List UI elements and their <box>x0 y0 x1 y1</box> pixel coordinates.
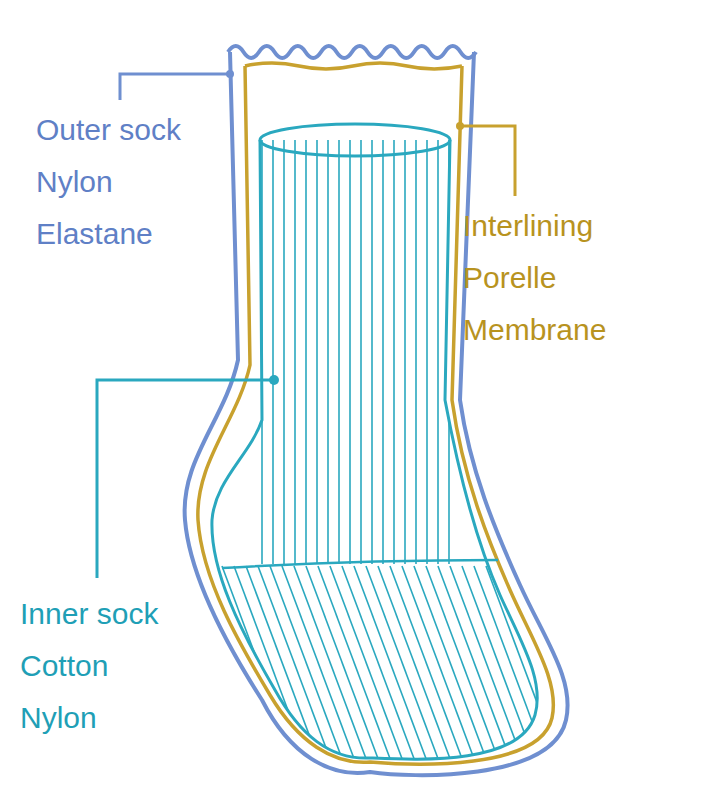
rib-line <box>306 566 386 780</box>
leader-dot <box>226 70 234 78</box>
rib-line <box>404 140 406 564</box>
rib-line <box>450 566 530 780</box>
rib-line <box>246 566 326 780</box>
rib-line <box>222 566 302 780</box>
rib-line <box>316 140 318 564</box>
rib-line <box>186 566 266 780</box>
rib-line <box>534 566 614 780</box>
rib-line <box>366 566 446 780</box>
rib-line <box>558 566 638 780</box>
rib-line <box>382 140 384 564</box>
rib-line <box>270 566 350 780</box>
leader-line <box>97 380 274 578</box>
outer-sock-outline <box>185 52 568 775</box>
rib-line <box>378 566 458 780</box>
rib-line <box>402 566 482 780</box>
rib-line <box>474 566 554 780</box>
rib-line <box>393 140 395 564</box>
inner-sock-label: Inner sock Cotton Nylon <box>20 588 180 744</box>
rib-line <box>437 140 439 564</box>
inner-sock-opening <box>260 124 450 156</box>
inner-sock-foot-seam <box>222 560 498 568</box>
rib-line <box>415 140 417 564</box>
rib-line <box>349 140 351 564</box>
rib-line <box>162 566 242 780</box>
interlining-outline <box>198 66 554 764</box>
rib-line <box>318 566 398 780</box>
rib-line <box>426 566 506 780</box>
rib-line <box>282 566 362 780</box>
rib-line <box>294 140 296 564</box>
outer-sock-label: Outer sock Nylon Elastane <box>36 104 216 260</box>
rib-line <box>294 566 374 780</box>
rib-line <box>210 566 290 780</box>
rib-line <box>360 140 362 564</box>
leader-line <box>120 74 230 100</box>
outer-sock-wavy-top <box>228 46 476 58</box>
rib-line <box>546 566 626 780</box>
rib-line <box>414 566 494 780</box>
rib-line <box>510 566 590 780</box>
rib-line <box>234 566 314 780</box>
rib-line <box>174 566 254 780</box>
leader-dot <box>456 122 464 130</box>
rib-line <box>338 140 340 564</box>
rib-line <box>327 140 329 564</box>
leader-line <box>460 126 515 196</box>
rib-line <box>438 566 518 780</box>
rib-line <box>342 566 422 780</box>
interlining-label: Interlining Porelle Membrane <box>463 200 643 356</box>
rib-line <box>330 566 410 780</box>
rib-line <box>305 140 307 564</box>
rib-line <box>150 566 230 780</box>
rib-line <box>390 566 470 780</box>
interlining-top <box>245 63 462 69</box>
rib-line <box>426 140 428 564</box>
rib-line <box>272 140 274 564</box>
leader-dot <box>269 375 279 385</box>
rib-line <box>354 566 434 780</box>
rib-line <box>371 140 373 564</box>
rib-line <box>283 140 285 564</box>
rib-line <box>498 566 578 780</box>
